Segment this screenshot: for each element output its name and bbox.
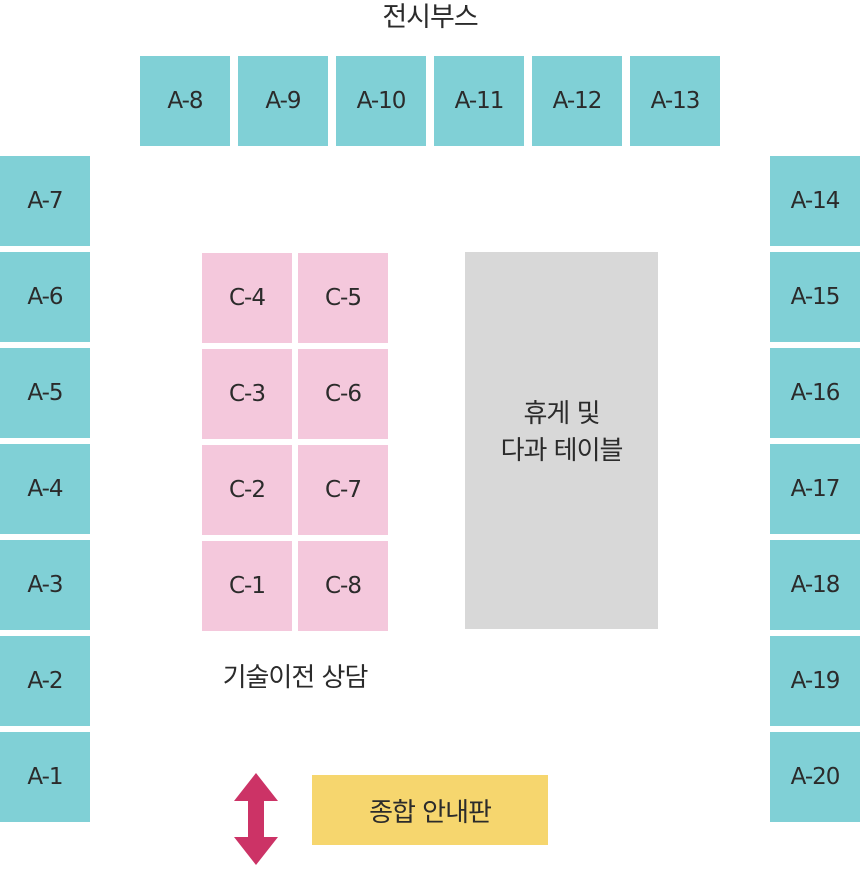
booth-c-3: C-3	[202, 349, 292, 439]
booth-c-5: C-5	[298, 253, 388, 343]
booth-a-4: A-4	[0, 444, 90, 534]
booth-a-7: A-7	[0, 156, 90, 246]
booth-a-10: A-10	[336, 56, 426, 146]
booth-a-14: A-14	[770, 156, 860, 246]
booth-c-6: C-6	[298, 349, 388, 439]
booth-a-2: A-2	[0, 636, 90, 726]
booth-a-15: A-15	[770, 252, 860, 342]
booth-a-11: A-11	[434, 56, 524, 146]
booth-a-1: A-1	[0, 732, 90, 822]
booth-c-7: C-7	[298, 445, 388, 535]
tech-transfer-label: 기술이전 상담	[222, 663, 369, 693]
booth-c-1: C-1	[202, 541, 292, 631]
booth-a-16: A-16	[770, 348, 860, 438]
booth-c-4: C-4	[202, 253, 292, 343]
rest-area: 휴게 및 다과 테이블	[465, 252, 658, 629]
booth-a-6: A-6	[0, 252, 90, 342]
booth-a-18: A-18	[770, 540, 860, 630]
booth-a-19: A-19	[770, 636, 860, 726]
page-title: 전시부스	[382, 2, 478, 33]
booth-a-8: A-8	[140, 56, 230, 146]
booth-a-5: A-5	[0, 348, 90, 438]
booth-a-12: A-12	[532, 56, 622, 146]
booth-a-17: A-17	[770, 444, 860, 534]
booth-a-20: A-20	[770, 732, 860, 822]
double-headed-vertical-arrow-icon	[234, 773, 278, 865]
booth-c-8: C-8	[298, 541, 388, 631]
booth-a-3: A-3	[0, 540, 90, 630]
info-desk: 종합 안내판	[312, 775, 548, 845]
booth-a-9: A-9	[238, 56, 328, 146]
booth-c-2: C-2	[202, 445, 292, 535]
booth-a-13: A-13	[630, 56, 720, 146]
